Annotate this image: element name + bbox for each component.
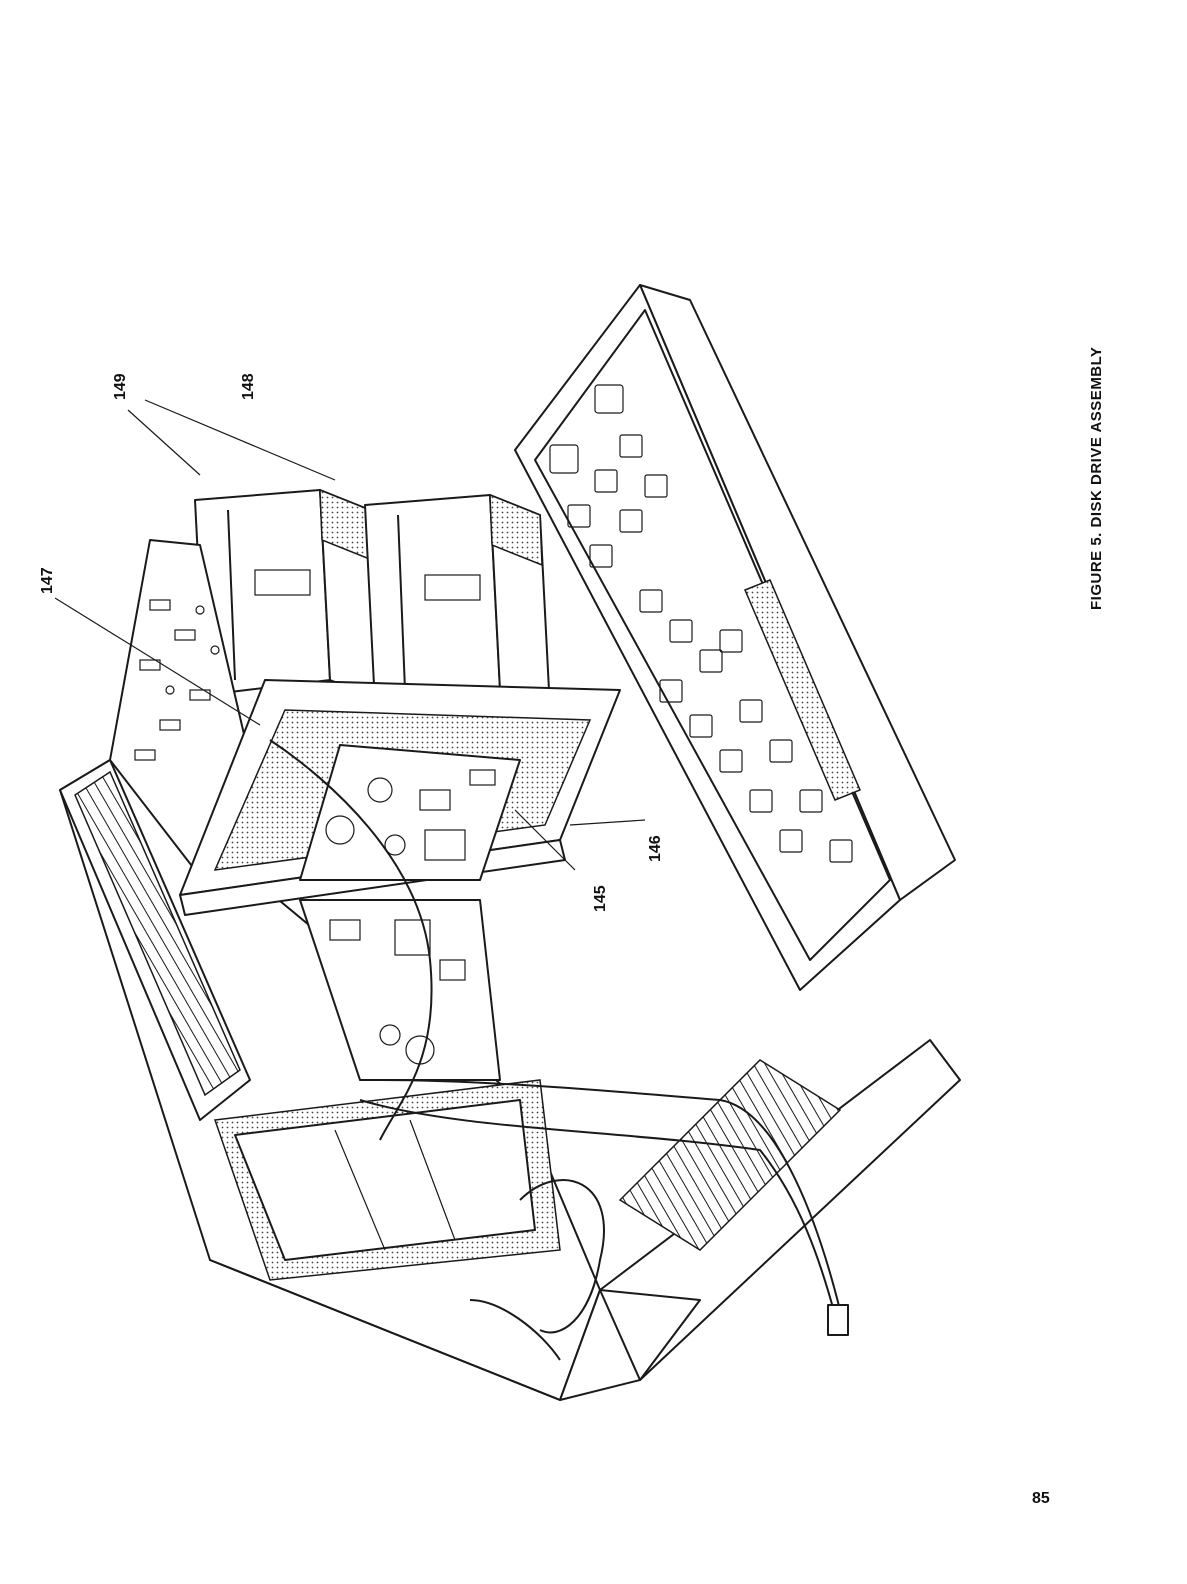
- page-number: 85: [1032, 1490, 1050, 1508]
- power-supply-board-145: [300, 745, 520, 880]
- disk-drive-148: [365, 495, 550, 710]
- callout-147: 147: [39, 567, 56, 594]
- callout-148: 148: [240, 373, 257, 400]
- callout-149: 149: [112, 373, 129, 400]
- callout-145: 145: [592, 885, 609, 912]
- figure-caption: FIGURE 5. DISK DRIVE ASSEMBLY: [1088, 347, 1105, 610]
- callout-146: 146: [647, 835, 664, 862]
- keyboard-unit: [515, 285, 955, 990]
